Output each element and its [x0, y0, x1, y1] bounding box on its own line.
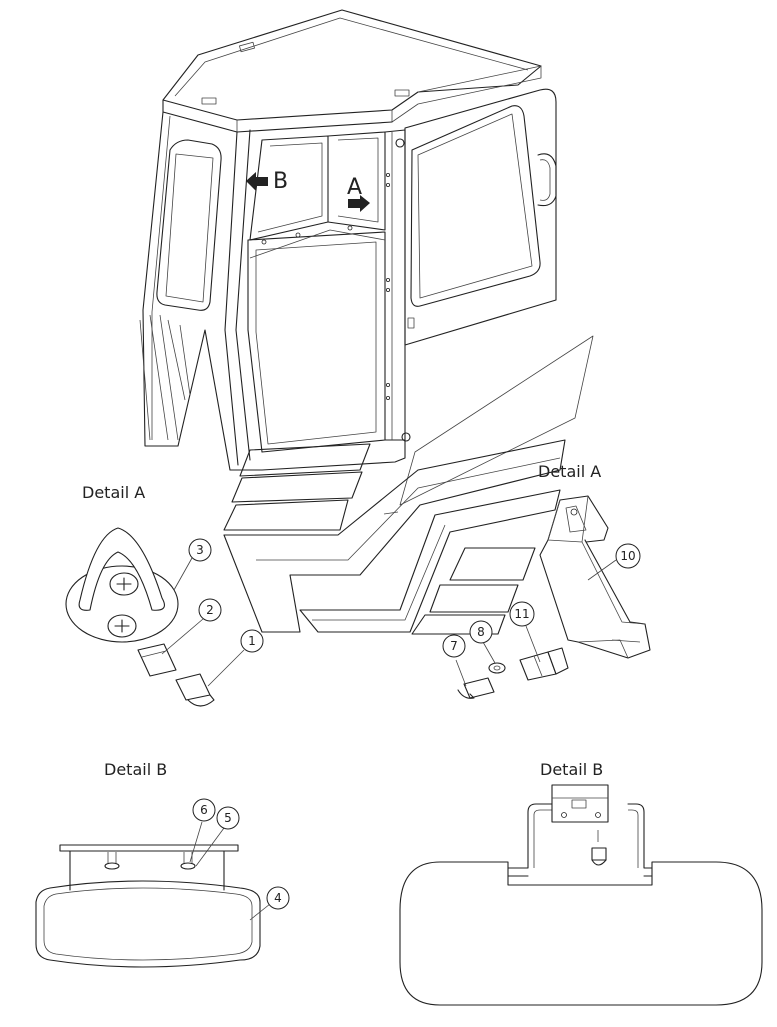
detail-b-right: Detail B — [399, 760, 763, 1006]
svg-text:11: 11 — [514, 607, 529, 621]
door-post-holes — [385, 172, 390, 400]
view-a-label: A — [347, 175, 362, 200]
callout-3: 3 — [188, 538, 212, 562]
svg-text:5: 5 — [224, 811, 232, 825]
callout-6: 6 — [192, 798, 216, 822]
callout-7: 7 — [442, 634, 466, 658]
svg-text:7: 7 — [450, 639, 458, 653]
svg-text:6: 6 — [200, 803, 208, 817]
view-b-arrow — [246, 172, 268, 191]
detail-b-right-title: Detail B — [540, 760, 603, 779]
step-panels — [223, 335, 594, 635]
detail-b-left-title: Detail B — [104, 760, 167, 779]
callouts: 1 2 3 4 5 6 7 8 — [188, 538, 641, 910]
detail-b-left: Detail B — [35, 760, 271, 968]
svg-text:3: 3 — [196, 543, 204, 557]
view-b-label: B — [273, 169, 288, 194]
callout-11: 11 — [509, 601, 535, 627]
svg-text:1: 1 — [248, 634, 256, 648]
svg-text:8: 8 — [477, 625, 485, 639]
callout-2: 2 — [198, 598, 222, 622]
callout-4: 4 — [266, 886, 290, 910]
svg-text:2: 2 — [206, 603, 214, 617]
detail-a-left: Detail A — [65, 483, 245, 707]
svg-text:10: 10 — [620, 549, 635, 563]
cab-assembly: B A — [139, 9, 557, 471]
detail-a-right-title: Detail A — [538, 462, 601, 481]
detail-a-right: Detail A — [455, 462, 651, 699]
detail-a-left-title: Detail A — [82, 483, 145, 502]
view-a-arrow — [348, 195, 370, 212]
svg-text:4: 4 — [274, 891, 282, 905]
callout-8: 8 — [469, 620, 493, 644]
callout-1: 1 — [240, 629, 264, 653]
callout-10: 10 — [615, 543, 641, 569]
callout-5: 5 — [216, 806, 240, 830]
